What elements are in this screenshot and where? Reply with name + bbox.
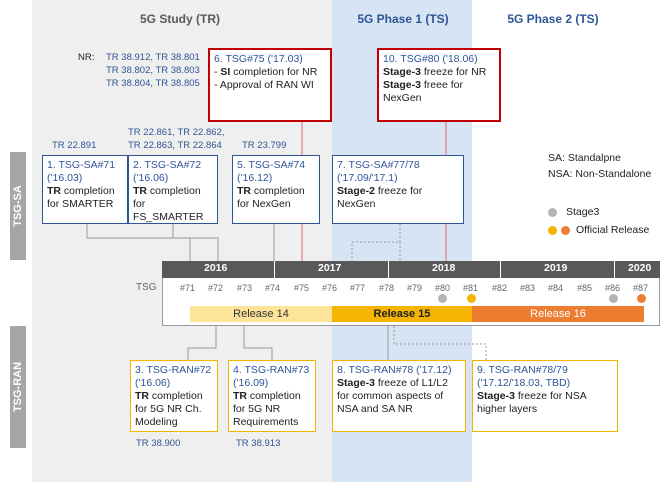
official-release-dot-81 xyxy=(467,294,476,303)
milestone-box-9: 9. TSG-RAN#78/79 ('17.12/'18.03, TBD) St… xyxy=(472,360,618,432)
year-label: 2016 xyxy=(204,262,228,274)
meeting-label: #80 xyxy=(435,283,451,293)
meeting-label: #75 xyxy=(294,283,310,293)
milestone-box-5: 5. TSG-SA#74 ('16.12) TR completion for … xyxy=(232,155,320,224)
sa-ref-2a: TR 22.861, TR 22.862, xyxy=(128,127,225,138)
abbrev-nsa: NSA: Non-Standalone xyxy=(548,168,652,180)
release-15-bar: Release 15 xyxy=(332,306,472,322)
meeting-label: #84 xyxy=(548,283,564,293)
year-divider xyxy=(614,261,615,278)
ran-ref-4: TR 38.913 xyxy=(236,438,281,449)
stage3-legend-label: Stage3 xyxy=(566,206,600,218)
meeting-label: #86 xyxy=(605,283,621,293)
release-14-bar: Release 14 xyxy=(190,306,332,322)
milestone-box-7: 7. TSG-SA#77/78 ('17.09/'17.1) Stage-2 f… xyxy=(332,155,464,224)
meeting-label: #77 xyxy=(350,283,366,293)
connector-b9 xyxy=(393,326,487,360)
official-legend-dot-2 xyxy=(561,226,570,235)
nr-label: NR: xyxy=(78,52,95,63)
sa-ref-1: TR 22.891 xyxy=(52,140,97,151)
sa-ref-5: TR 23.799 xyxy=(242,140,287,151)
connector-b4 xyxy=(243,326,273,360)
stage3-dot-80 xyxy=(438,294,447,303)
meeting-label: #78 xyxy=(379,283,395,293)
meeting-label: #73 xyxy=(237,283,253,293)
milestone-box-2: 2. TSG-SA#72 ('16.06) TR completion for … xyxy=(128,155,218,224)
milestone-box-4: 4. TSG-RAN#73 ('16.09) TR completion for… xyxy=(228,360,316,432)
year-label: 2018 xyxy=(432,262,456,274)
year-label: 2020 xyxy=(628,262,652,274)
year-label: 2017 xyxy=(318,262,342,274)
tsg-axis-label: TSG xyxy=(136,282,157,293)
meeting-label: #79 xyxy=(407,283,423,293)
official-release-dot-87 xyxy=(637,294,646,303)
stage3-legend-dot xyxy=(548,208,557,217)
release-16-bar: Release 16 xyxy=(472,306,644,322)
ran-ref-3: TR 38.900 xyxy=(136,438,181,449)
milestone-box-3: 3. TSG-RAN#72 ('16.06) TR completion for… xyxy=(130,360,218,432)
year-label: 2019 xyxy=(544,262,568,274)
sa-ref-2b: TR 22.863, TR 22.864 xyxy=(128,140,222,151)
year-divider xyxy=(274,261,275,278)
meeting-label: #71 xyxy=(180,283,196,293)
phase1-title: 5G Phase 1 (TS) xyxy=(357,12,449,26)
milestone-box-8: 8. TSG-RAN#78 ('17.12) Stage-3 freeze of… xyxy=(332,360,466,432)
meeting-label: #72 xyxy=(208,283,224,293)
meeting-label: #85 xyxy=(577,283,593,293)
connector-b7a xyxy=(351,224,401,261)
meeting-label: #76 xyxy=(322,283,338,293)
meeting-label: #82 xyxy=(492,283,508,293)
milestone-box-1: 1. TSG-SA#71 ('16.03) TR completion for … xyxy=(42,155,128,224)
nr-ref-line2: TR 38.802, TR 38.803 xyxy=(106,65,200,76)
tsg-ran-label: TSG-RAN xyxy=(10,326,26,448)
stage3-dot-86 xyxy=(609,294,618,303)
official-legend-label: Official Release xyxy=(576,224,650,236)
year-bar xyxy=(162,261,660,278)
meeting-label: #83 xyxy=(520,283,536,293)
tsg-sa-label: TSG-SA xyxy=(10,152,26,260)
official-legend-dot-1 xyxy=(548,226,557,235)
meeting-label: #74 xyxy=(265,283,281,293)
year-divider xyxy=(388,261,389,278)
milestone-box-10: 10. TSG#80 ('18.06) Stage-3 freeze for N… xyxy=(377,48,501,122)
connector-b1 xyxy=(86,224,191,261)
milestone-box-6: 6. TSG#75 ('17.03) - SI completion for N… xyxy=(208,48,332,122)
connector-b3 xyxy=(187,326,217,360)
meeting-label: #81 xyxy=(463,283,479,293)
nr-ref-line3: TR 38.804, TR 38.805 xyxy=(106,78,200,89)
abbrev-sa: SA: Standalpne xyxy=(548,152,621,164)
connector-b2 xyxy=(172,224,219,261)
meeting-label: #87 xyxy=(633,283,649,293)
study-phase-title: 5G Study (TR) xyxy=(140,12,220,26)
nr-ref-line1: TR 38.912, TR 38.801 xyxy=(106,52,200,63)
year-divider xyxy=(500,261,501,278)
phase2-title: 5G Phase 2 (TS) xyxy=(507,12,599,26)
